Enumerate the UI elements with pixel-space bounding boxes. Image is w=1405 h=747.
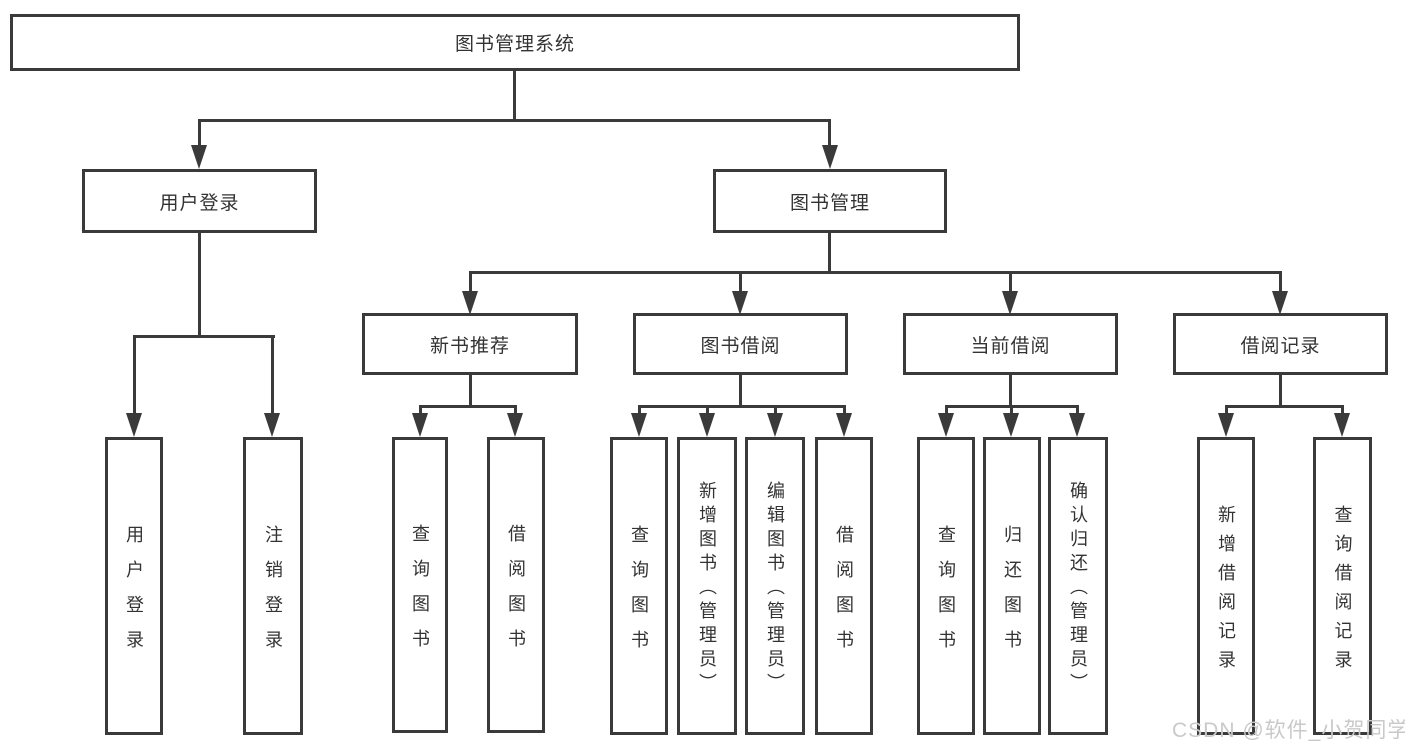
leaf-user-login: 用户登录 xyxy=(105,437,163,735)
connector-new-book-crossbar xyxy=(419,405,517,408)
node-user-login: 用户登录 xyxy=(82,169,317,233)
connector-new-book-stem xyxy=(469,375,472,407)
leaf-edit-book-admin-label: 编辑图书（管理员） xyxy=(765,481,785,697)
leaf-borrow-borrow-book: 借阅图书 xyxy=(815,437,873,735)
connector-user-login-crossbar xyxy=(133,335,275,338)
leaf-query-borrow-record-label: 查询借阅记录 xyxy=(1332,504,1353,679)
connector-stem-level3 xyxy=(739,271,742,293)
leaf-borrow-query-book-label: 查询图书 xyxy=(629,524,649,665)
connector-root-stem xyxy=(513,71,516,121)
connector-stem-leaf xyxy=(1225,405,1228,414)
connector-book-borrow-crossbar xyxy=(638,405,846,408)
connector-stem-leaf xyxy=(706,405,709,414)
connector-stem-leaf xyxy=(774,405,777,414)
arrow-down-icon xyxy=(1002,291,1018,315)
connector-root-crossbar xyxy=(198,119,830,122)
arrow-down-icon xyxy=(938,413,954,437)
arrow-down-icon xyxy=(1003,413,1019,437)
connector-stem-leaf xyxy=(638,405,641,414)
connector-stem-leaf xyxy=(514,405,517,414)
node-borrow-record-label: 借阅记录 xyxy=(1240,335,1321,357)
connector-stem-leaf xyxy=(1341,405,1344,414)
arrow-down-icon xyxy=(699,413,715,437)
connector-user-login-stem xyxy=(198,233,201,337)
connector-stem-level3 xyxy=(1279,271,1282,293)
node-root-label: 图书管理系统 xyxy=(454,34,575,55)
node-root: 图书管理系统 xyxy=(10,14,1020,71)
connector-stem-book-management xyxy=(828,119,831,150)
connector-book-borrow-stem xyxy=(739,375,742,407)
csdn-watermark: CSDN @软件_小贺同学 xyxy=(1172,719,1405,742)
leaf-borrow-query-book: 查询图书 xyxy=(610,437,668,735)
connector-stem-leaf xyxy=(1010,405,1013,414)
arrow-down-icon xyxy=(462,291,478,315)
arrow-down-icon xyxy=(631,413,647,437)
leaf-add-book-admin: 新增图书（管理员） xyxy=(677,437,737,735)
arrow-down-icon xyxy=(412,413,428,437)
arrow-down-icon xyxy=(126,413,142,437)
leaf-edit-book-admin: 编辑图书（管理员） xyxy=(745,437,805,735)
node-new-book-recommend-label: 新书推荐 xyxy=(429,335,510,357)
leaf-logout-label: 注销登录 xyxy=(263,524,283,665)
leaf-newbook-borrow-book: 借阅图书 xyxy=(487,437,545,733)
leaf-add-borrow-record-label: 新增借阅记录 xyxy=(1216,504,1236,679)
leaf-confirm-return-admin: 确认归还（管理员） xyxy=(1048,437,1108,735)
connector-borrow-record-stem xyxy=(1279,375,1282,407)
arrow-down-icon xyxy=(732,291,748,315)
arrow-down-icon xyxy=(1272,291,1288,315)
connector-stem-level3 xyxy=(1009,271,1012,293)
arrow-down-icon xyxy=(836,413,852,437)
leaf-user-login-label: 用户登录 xyxy=(124,524,144,665)
arrow-down-icon xyxy=(264,413,280,437)
connector-stem-user-login xyxy=(198,119,201,150)
leaf-newbook-query-book: 查询图书 xyxy=(392,437,448,733)
arrow-down-icon xyxy=(507,413,523,437)
leaf-current-query-book-label: 查询图书 xyxy=(936,524,956,665)
connector-current-borrow-stem xyxy=(1009,375,1012,407)
leaf-confirm-return-admin-label: 确认归还（管理员） xyxy=(1068,481,1088,697)
arrow-down-icon xyxy=(1334,413,1350,437)
connector-book-management-stem xyxy=(828,233,831,273)
arrow-down-icon xyxy=(191,145,207,169)
node-new-book-recommend: 新书推荐 xyxy=(362,313,578,375)
node-current-borrow-label: 当前借阅 xyxy=(970,335,1051,357)
leaf-logout: 注销登录 xyxy=(243,437,303,735)
connector-stem-leaf xyxy=(271,335,274,415)
leaf-add-borrow-record: 新增借阅记录 xyxy=(1197,437,1255,735)
connector-stem-leaf xyxy=(945,405,948,414)
node-borrow-record: 借阅记录 xyxy=(1173,313,1388,375)
connector-stem-leaf xyxy=(843,405,846,414)
connector-stem-level3 xyxy=(469,271,472,293)
leaf-return-book: 归还图书 xyxy=(983,437,1041,735)
leaf-borrow-borrow-book-label: 借阅图书 xyxy=(834,524,854,665)
node-book-borrow-label: 图书借阅 xyxy=(700,335,781,357)
leaf-return-book-label: 归还图书 xyxy=(1002,524,1022,665)
connector-stem-leaf xyxy=(133,335,136,415)
node-current-borrow: 当前借阅 xyxy=(903,313,1118,375)
leaf-newbook-borrow-book-label: 借阅图书 xyxy=(506,523,526,664)
leaf-current-query-book: 查询图书 xyxy=(917,437,975,735)
connector-stem-leaf xyxy=(1076,405,1079,414)
leaf-query-borrow-record: 查询借阅记录 xyxy=(1313,437,1372,735)
leaf-newbook-query-book-label: 查询图书 xyxy=(410,523,430,664)
arrow-down-icon xyxy=(1069,413,1085,437)
arrow-down-icon xyxy=(1218,413,1234,437)
leaf-add-book-admin-label: 新增图书（管理员） xyxy=(697,481,717,697)
node-book-management: 图书管理 xyxy=(713,169,947,233)
connector-stem-leaf xyxy=(419,405,422,414)
arrow-down-icon xyxy=(822,145,838,169)
node-user-login-label: 用户登录 xyxy=(159,192,240,214)
connector-book-management-crossbar xyxy=(469,271,1282,274)
arrow-down-icon xyxy=(767,413,783,437)
connector-borrow-record-crossbar xyxy=(1225,405,1343,408)
node-book-management-label: 图书管理 xyxy=(789,192,870,214)
node-book-borrow: 图书借阅 xyxy=(633,313,848,375)
